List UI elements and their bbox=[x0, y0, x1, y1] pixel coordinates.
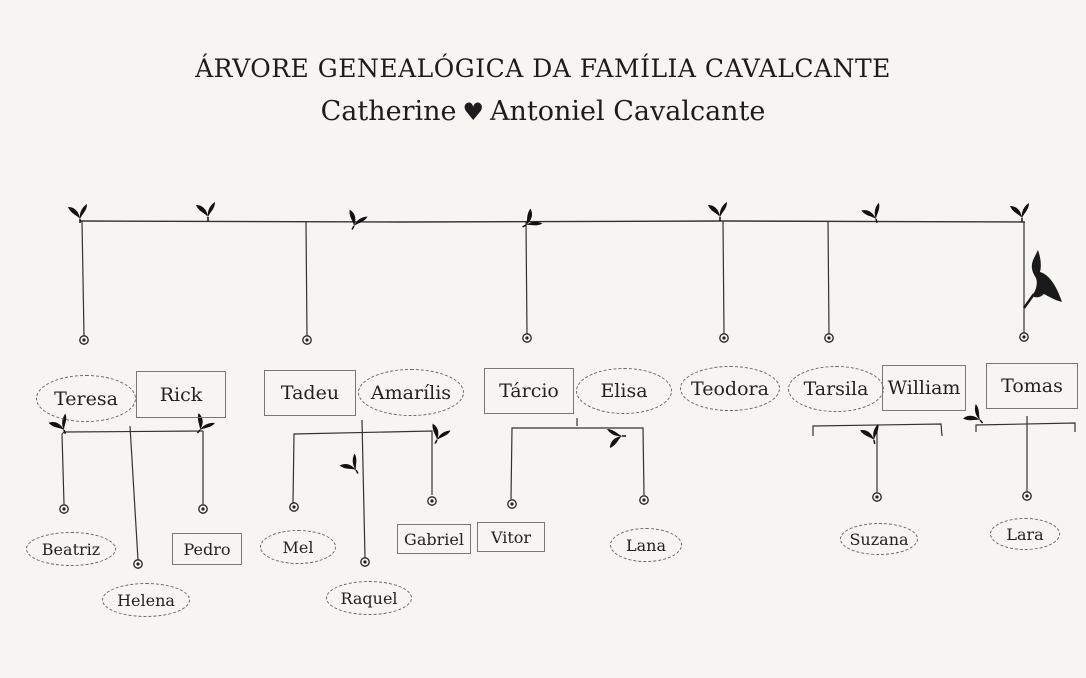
person-helena: Helena bbox=[102, 583, 190, 617]
person-tarsila: Tarsila bbox=[788, 366, 884, 412]
person-mel: Mel bbox=[260, 530, 336, 564]
person-tomas: Tomas bbox=[986, 363, 1078, 409]
person-lara: Lara bbox=[990, 518, 1060, 550]
leaf-sprig-icon bbox=[337, 420, 452, 481]
tarcio-elisa-connectors bbox=[510, 418, 645, 500]
main-branch bbox=[79, 220, 1026, 223]
gen2-drops bbox=[81, 220, 1025, 337]
couple-line: Catherine♥Antoniel Cavalcante bbox=[0, 96, 1086, 127]
couple-right-name: Antoniel Cavalcante bbox=[490, 96, 766, 127]
person-gabriel: Gabriel bbox=[397, 524, 471, 554]
person-elisa: Elisa bbox=[576, 368, 672, 414]
tarsila-william-connectors bbox=[812, 423, 943, 492]
person-rick: Rick bbox=[136, 371, 226, 418]
page-title: ÁRVORE GENEALÓGICA DA FAMÍLIA CAVALCANTE bbox=[195, 54, 891, 83]
person-beatriz: Beatriz bbox=[26, 532, 116, 566]
person-teresa: Teresa bbox=[36, 375, 136, 422]
person-raquel: Raquel bbox=[326, 581, 412, 615]
leaf-sprig-icon bbox=[67, 201, 1030, 234]
person-william: William bbox=[882, 365, 966, 411]
heart-icon: ♥ bbox=[462, 98, 484, 126]
person-tadeu: Tadeu bbox=[264, 370, 356, 416]
leaf-sprig-icon bbox=[858, 423, 883, 447]
tomas-connectors bbox=[975, 416, 1076, 491]
person-teodora: Teodora bbox=[680, 366, 780, 411]
person-vitor: Vitor bbox=[477, 522, 545, 552]
gen2-drop-rings bbox=[79, 332, 1029, 345]
leaf-sprig-icon bbox=[606, 428, 627, 449]
bird-icon bbox=[1022, 250, 1062, 309]
person-pedro: Pedro bbox=[172, 533, 242, 565]
couple-left-name: Catherine bbox=[320, 96, 457, 127]
person-tarcio: Tárcio bbox=[484, 368, 574, 414]
person-lana: Lana bbox=[610, 528, 682, 562]
person-suzana: Suzana bbox=[840, 523, 918, 555]
tadeu-amarilis-connectors bbox=[292, 419, 433, 559]
person-amarilis: Amarílis bbox=[358, 369, 464, 416]
